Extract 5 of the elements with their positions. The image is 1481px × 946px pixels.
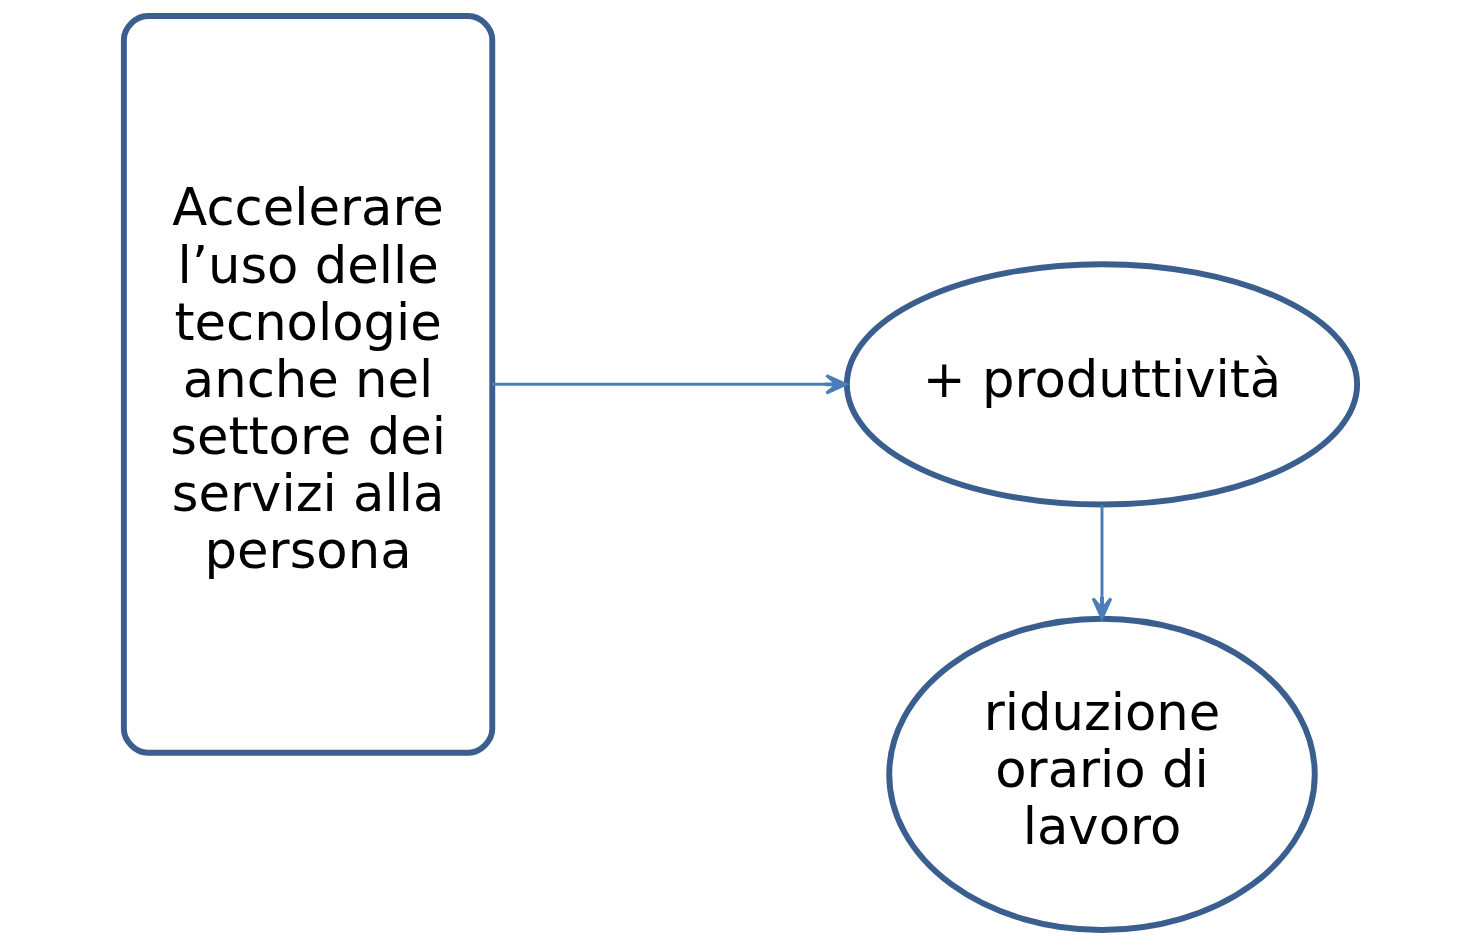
arrow [1091,504,1113,620]
arrow [492,374,848,395]
node-ellipse: riduzione orario di lavoro [886,615,1318,933]
node-ellipse: + produttività [843,261,1361,508]
node-box: Accelerare l’uso delle tecnologie anche nel settore dei servizi alla persona [120,13,496,756]
